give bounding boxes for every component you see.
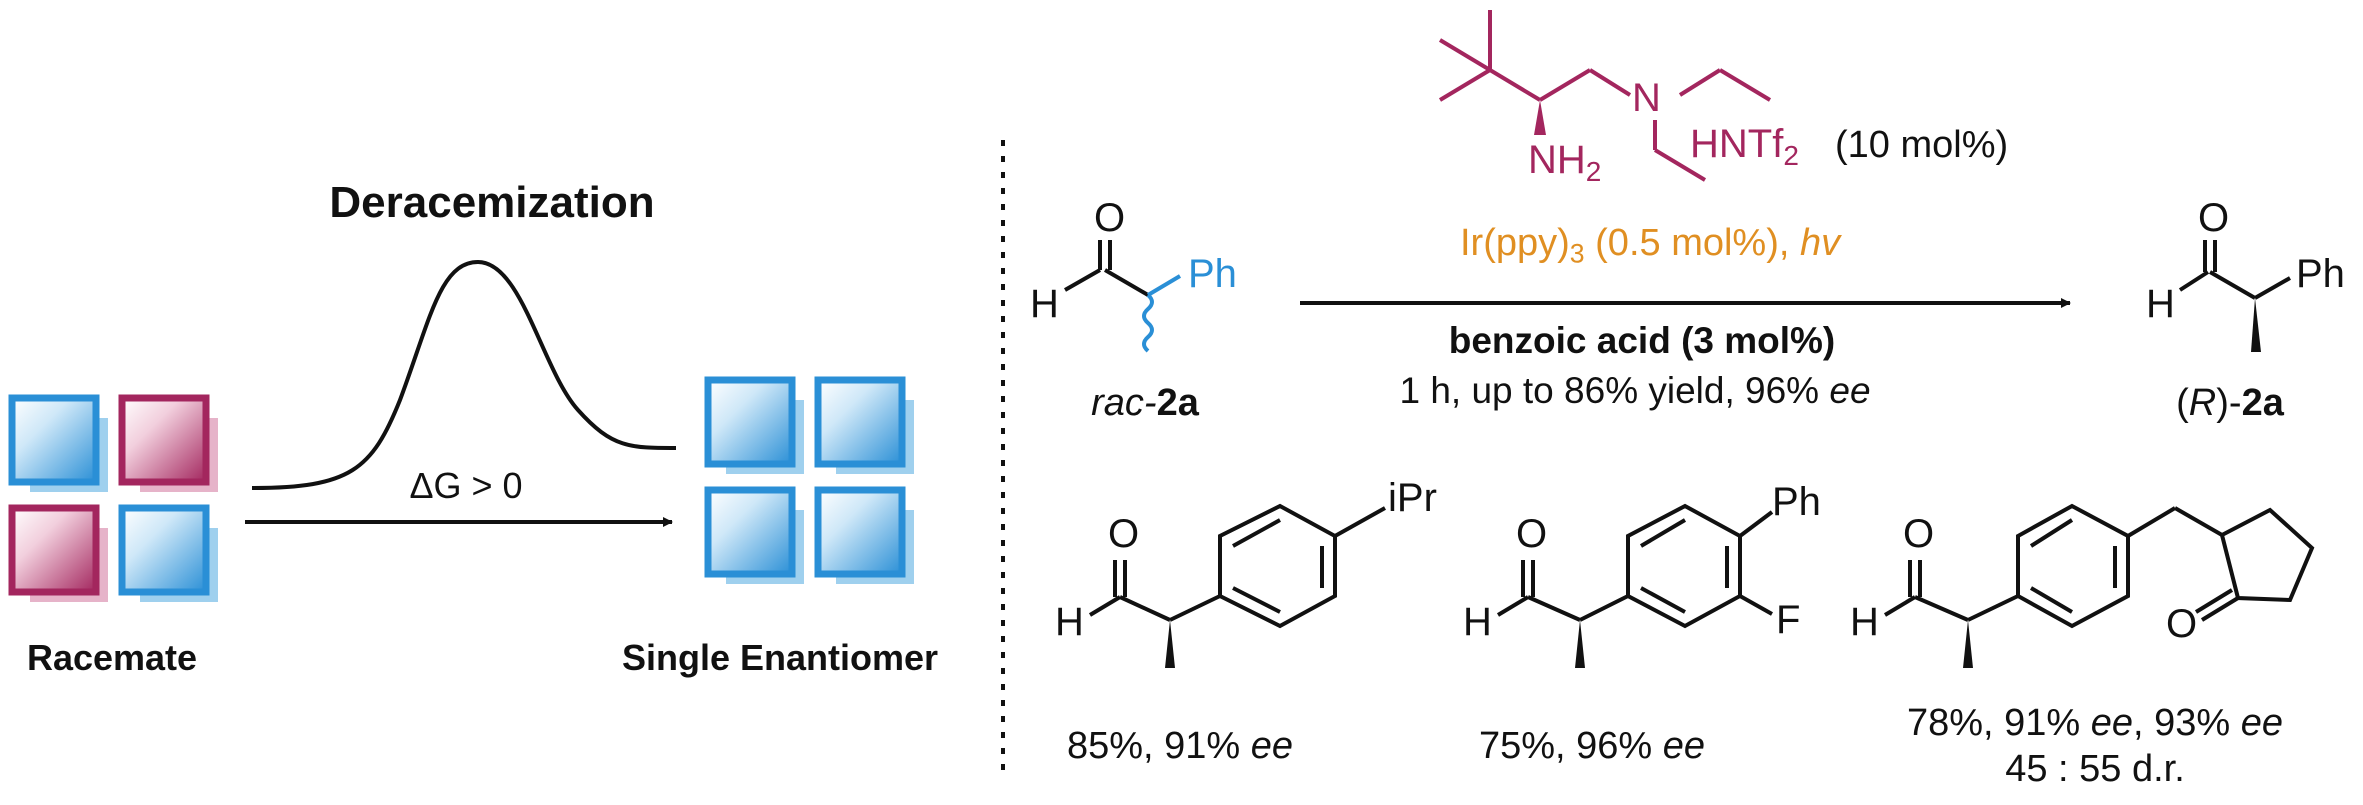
enantiomer-squares-icon (704, 376, 914, 584)
substrate-o-atom: O (1094, 196, 1126, 240)
product-structure (2178, 240, 2291, 300)
ex1-o-atom: O (1108, 512, 1140, 556)
example3-wedge (1963, 620, 1973, 668)
ex3-ketone-o-atom: O (2166, 602, 2198, 646)
magenta-square-icon (118, 394, 218, 492)
example1-wedge (1165, 620, 1175, 668)
product-label: (R)-2a (2176, 382, 2284, 424)
wedge-bond (1534, 100, 1546, 135)
example3-structure (1883, 503, 2315, 629)
delta-g-label: ΔG > 0 (409, 465, 523, 506)
product-o-atom: O (2198, 196, 2230, 240)
amine-catalyst-structure (1438, 10, 1772, 182)
magenta-square-icon (8, 504, 108, 602)
catalyst-loading: (10 mol%) (1835, 124, 2009, 166)
ex3-h-atom: H (1850, 600, 1879, 644)
product-ph-label: Ph (2296, 252, 2345, 296)
ex2-f-atom: F (1776, 598, 1801, 642)
deracemization-title: Deracemization (329, 178, 655, 227)
ex2-ph-label: Ph (1772, 480, 1821, 524)
example2-wedge (1575, 620, 1585, 668)
blue-square-icon (814, 486, 914, 584)
ex2-h-atom: H (1463, 600, 1492, 644)
conditions-label: 1 h, up to 86% yield, 96% ee (1399, 370, 1871, 411)
product-wedge-bond (2251, 298, 2261, 352)
racemate-label: Racemate (26, 637, 198, 678)
ex2-result: 75%, 96% ee (1478, 725, 1706, 767)
energy-barrier-curve (251, 259, 677, 490)
additive-label: benzoic acid (3 mol%) (1448, 320, 1836, 361)
catalyst-n-atom: N (1632, 76, 1661, 120)
blue-square-icon (704, 486, 804, 584)
catalyst-acid-label: HNTf2 (1690, 122, 1799, 171)
ex1-h-atom: H (1055, 600, 1084, 644)
ex3-result-line1: 78%, 91% ee, 93% ee (1906, 702, 2284, 744)
ex1-result: 85%, 91% ee (1066, 725, 1294, 767)
wavy-bond (1142, 293, 1154, 353)
substrate-ph-label: Ph (1188, 252, 1237, 296)
ex3-result-line2: 45 : 55 d.r. (2005, 748, 2185, 790)
racemate-squares-icon (8, 394, 218, 602)
substrate-structure (1064, 240, 1150, 297)
blue-square-icon (8, 394, 108, 492)
photocatalyst-line: Ir(ppy)3 (0.5 mol%), hv (1460, 222, 1841, 269)
blue-square-icon (118, 504, 218, 602)
example2-structure (1496, 503, 1774, 629)
product-h-atom: H (2146, 282, 2175, 326)
example1-structure (1088, 503, 1386, 629)
catalyst-amine-label: NH2 (1528, 138, 1602, 187)
ex1-ipr-label: iPr (1388, 476, 1437, 520)
substrate-h-atom: H (1030, 282, 1059, 326)
ex3-o-atom: O (1903, 512, 1935, 556)
substrate-label: rac-2a (1091, 382, 1199, 424)
ex2-o-atom: O (1516, 512, 1548, 556)
blue-square-icon (814, 376, 914, 474)
single-enantiomer-label: Single Enantiomer (621, 637, 939, 678)
blue-square-icon (704, 376, 804, 474)
stereo-bond (1146, 274, 1182, 297)
